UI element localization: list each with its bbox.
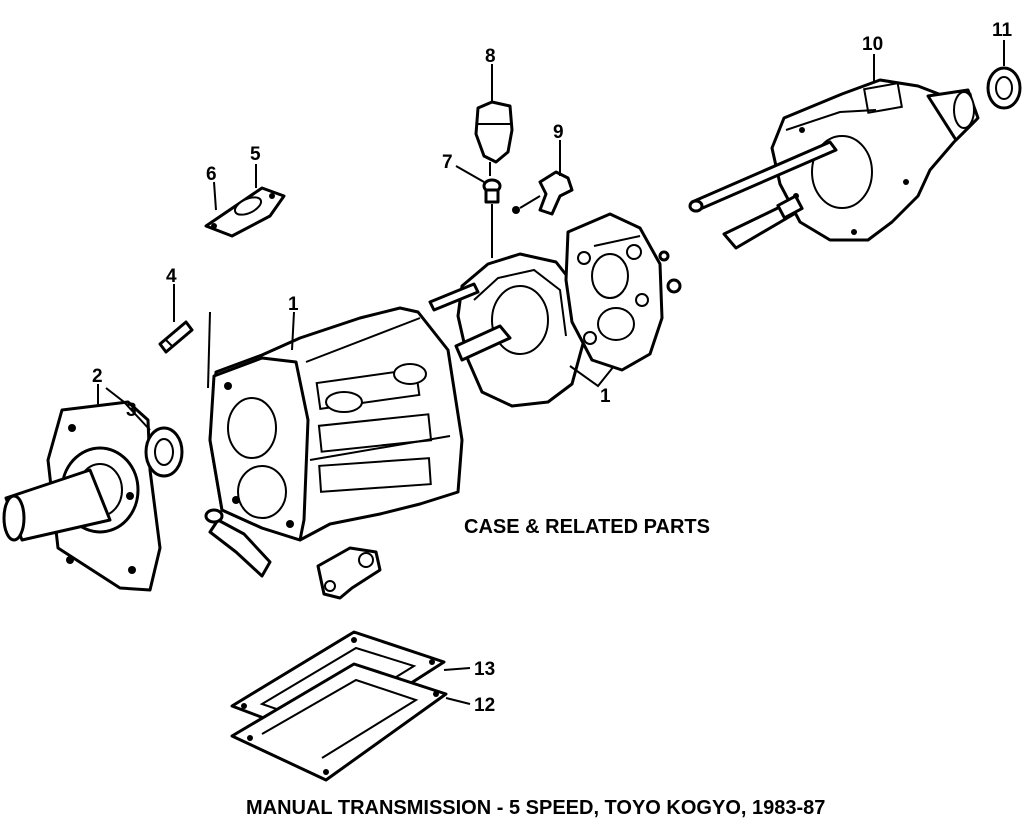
oil-seal-rear — [986, 66, 1022, 110]
cover-plate — [204, 186, 286, 238]
callout-8: 8 — [485, 46, 496, 67]
callout-2: 2 — [92, 366, 103, 387]
oil-seal-front — [144, 426, 184, 478]
oil-pan-plate — [230, 662, 448, 782]
callout-10: 10 — [862, 34, 883, 55]
switch-assembly — [316, 546, 382, 600]
callout-1-rear-plate: 1 — [600, 386, 611, 407]
extension-housing — [770, 78, 980, 242]
callout-5: 5 — [250, 144, 261, 165]
intermediate-plate — [564, 212, 664, 372]
callout-1-front-case: 1 — [288, 294, 299, 315]
shift-rod-lower — [722, 194, 804, 250]
section-label: CASE & RELATED PARTS — [464, 516, 710, 538]
callout-6: 6 — [206, 164, 217, 185]
callout-11: 11 — [992, 20, 1013, 41]
shift-lever-lower — [204, 508, 272, 578]
diagram-caption: MANUAL TRANSMISSION - 5 SPEED, TOYO KOGY… — [246, 797, 825, 819]
callout-7: 7 — [442, 152, 453, 173]
intermediate-housing — [428, 252, 586, 408]
speed-sensor — [474, 100, 514, 176]
callout-12: 12 — [474, 695, 495, 716]
stud-bolt — [158, 320, 194, 354]
dowel-pins — [658, 250, 682, 294]
front-bearing-retainer — [2, 400, 162, 592]
callout-4: 4 — [166, 266, 177, 287]
callout-13: 13 — [474, 659, 495, 680]
leader-lines — [97, 40, 1005, 705]
shift-rod — [688, 140, 838, 213]
o-ring-seal — [482, 178, 502, 204]
bracket-clip — [512, 170, 574, 216]
callout-9: 9 — [553, 122, 564, 143]
callout-3: 3 — [126, 400, 137, 421]
transmission-case-front — [208, 306, 464, 542]
